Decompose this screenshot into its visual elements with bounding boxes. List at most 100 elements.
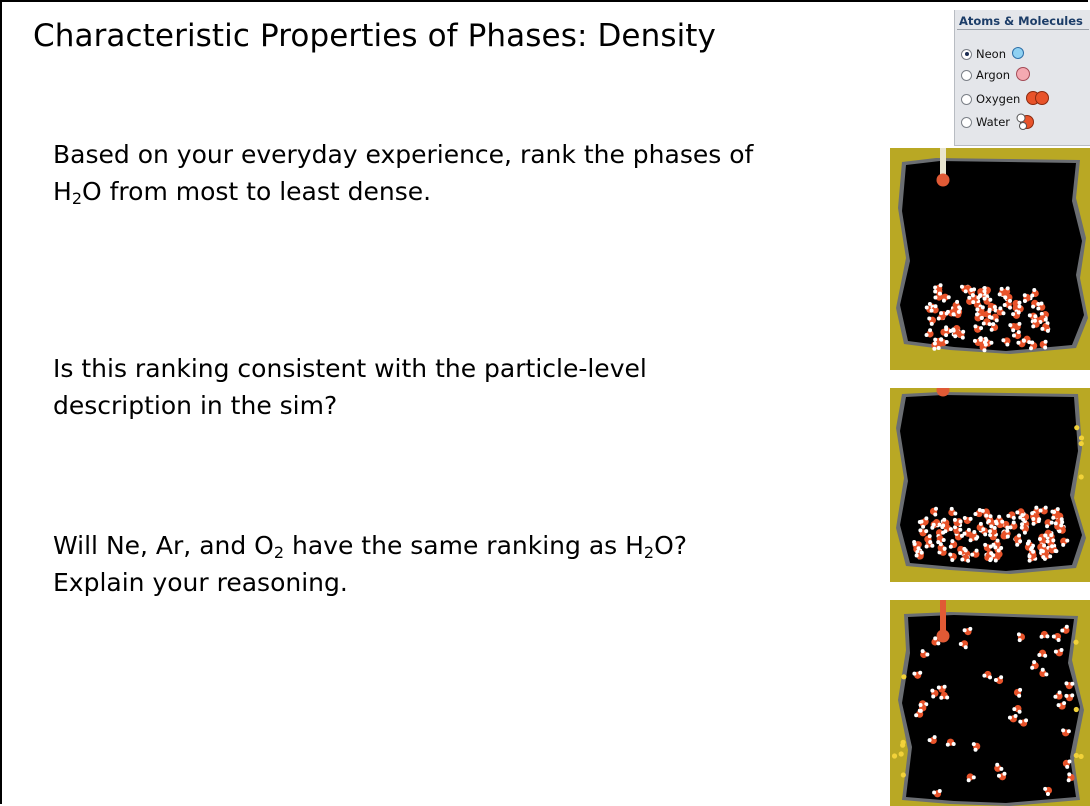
hydrogen-atom bbox=[1061, 728, 1066, 733]
hydrogen-atom bbox=[1005, 286, 1010, 291]
hydrogen-atom bbox=[927, 738, 932, 743]
option-neon[interactable]: Neon bbox=[961, 45, 1025, 63]
hydrogen-atom bbox=[1020, 522, 1025, 527]
hydrogen-atom bbox=[927, 302, 932, 307]
hydrogen-atom bbox=[994, 318, 999, 323]
hydrogen-atom bbox=[1030, 293, 1035, 298]
hydrogen-atom bbox=[997, 514, 1002, 519]
hydrogen-atom bbox=[970, 293, 975, 298]
option-water[interactable]: Water bbox=[961, 113, 1039, 131]
panel-divider bbox=[957, 29, 1089, 30]
hydrogen-atom bbox=[1066, 778, 1071, 783]
hydrogen-atom bbox=[1032, 660, 1037, 665]
hydrogen-atom bbox=[1003, 295, 1008, 300]
sim-chamber bbox=[902, 615, 1080, 803]
hydrogen-atom bbox=[953, 511, 958, 516]
stray-particle bbox=[1078, 753, 1084, 760]
slide-title: Characteristic Properties of Phases: Den… bbox=[33, 18, 716, 54]
hydrogen-atom bbox=[1042, 543, 1047, 548]
hydrogen-atom bbox=[1022, 293, 1027, 298]
sim-solid-phase bbox=[890, 148, 1090, 370]
question-1-line-1: Based on your everyday experience, rank … bbox=[53, 140, 754, 169]
option-oxygen[interactable]: Oxygen bbox=[961, 90, 1051, 108]
hydrogen-atom bbox=[1017, 321, 1022, 326]
argon-atom-icon bbox=[1015, 66, 1031, 85]
hydrogen-atom bbox=[996, 548, 1001, 553]
hydrogen-atom bbox=[1062, 701, 1067, 706]
hydrogen-atom bbox=[1031, 304, 1036, 309]
hydrogen-atom bbox=[971, 300, 976, 305]
hydrogen-atom bbox=[942, 517, 947, 522]
hydrogen-atom bbox=[944, 327, 949, 332]
hydrogen-atom bbox=[1056, 638, 1061, 643]
hydrogen-atom bbox=[1045, 524, 1050, 529]
hydrogen-atom bbox=[989, 327, 994, 332]
hydrogen-atom bbox=[982, 673, 987, 678]
hydrogen-atom bbox=[933, 512, 938, 517]
hydrogen-atom bbox=[984, 513, 989, 518]
hydrogen-atom bbox=[1030, 665, 1035, 670]
hydrogen-atom bbox=[1012, 707, 1017, 712]
hydrogen-atom bbox=[1027, 313, 1032, 318]
hydrogen-atom bbox=[1017, 709, 1022, 714]
hydrogen-atom bbox=[1048, 554, 1053, 559]
radio-oxygen[interactable] bbox=[961, 93, 972, 105]
hydrogen-atom bbox=[1061, 542, 1066, 547]
hydrogen-atom bbox=[1057, 690, 1062, 695]
hydrogen-atom bbox=[1018, 539, 1023, 544]
hydrogen-atom bbox=[1043, 505, 1048, 510]
hydrogen-atom bbox=[993, 677, 998, 682]
stray-particle bbox=[1073, 752, 1079, 759]
hydrogen-atom bbox=[918, 708, 923, 713]
oxygen-molecule-icon bbox=[1025, 90, 1051, 109]
hydrogen-atom bbox=[995, 538, 1000, 543]
hydrogen-atom bbox=[928, 539, 933, 544]
hydrogen-atom bbox=[948, 328, 953, 333]
hydrogen-atom bbox=[939, 695, 944, 700]
hydrogen-atom bbox=[1025, 541, 1030, 546]
radio-argon[interactable] bbox=[961, 69, 972, 81]
hydrogen-atom bbox=[1039, 301, 1044, 306]
hydrogen-atom bbox=[946, 295, 951, 300]
hydrogen-atom bbox=[949, 506, 954, 511]
hydrogen-atom bbox=[936, 685, 941, 690]
hydrogen-atom bbox=[939, 337, 944, 342]
hydrogen-atom bbox=[1020, 513, 1025, 518]
hydrogen-atom bbox=[1028, 346, 1033, 351]
radio-neon[interactable] bbox=[961, 48, 972, 60]
hydrogen-atom bbox=[916, 546, 921, 551]
hydrogen-atom bbox=[981, 527, 986, 532]
hydrogen-atom bbox=[924, 332, 929, 337]
hydrogen-atom bbox=[942, 684, 947, 689]
water-molecule-icon bbox=[1015, 112, 1039, 133]
hydrogen-atom bbox=[960, 557, 965, 562]
hydrogen-atom bbox=[1043, 345, 1048, 350]
hydrogen-atom bbox=[1039, 634, 1044, 639]
hydrogen-atom bbox=[1065, 764, 1070, 769]
hydrogen-atom bbox=[930, 543, 935, 548]
hydrogen-atom bbox=[1040, 667, 1045, 672]
hydrogen-atom bbox=[948, 527, 953, 532]
hydrogen-atom bbox=[978, 521, 983, 526]
radio-water[interactable] bbox=[961, 116, 972, 128]
hydrogen-atom bbox=[924, 516, 929, 521]
hydrogen-atom bbox=[1053, 694, 1058, 699]
hydrogen-atom bbox=[968, 538, 973, 543]
hydrogen-atom bbox=[912, 541, 917, 546]
hydrogen-atom bbox=[999, 766, 1004, 771]
hydrogen-atom bbox=[962, 531, 967, 536]
hydrogen-atom bbox=[950, 539, 955, 544]
stray-particle bbox=[1074, 425, 1080, 431]
hydrogen-atom bbox=[927, 316, 932, 321]
hydrogen-atom bbox=[937, 550, 942, 555]
hydrogen-atom bbox=[921, 524, 926, 529]
hydrogen-atom bbox=[958, 642, 963, 647]
hydrogen-atom bbox=[948, 544, 953, 549]
question-1-line-2: H2O from most to least dense. bbox=[53, 177, 432, 208]
hydrogen-atom bbox=[994, 521, 999, 526]
hydrogen-atom bbox=[1011, 515, 1016, 520]
hydrogen-atom bbox=[980, 305, 985, 310]
option-argon[interactable]: Argon bbox=[961, 66, 1031, 84]
hydrogen-atom bbox=[1064, 681, 1069, 686]
hydrogen-atom bbox=[1008, 323, 1013, 328]
